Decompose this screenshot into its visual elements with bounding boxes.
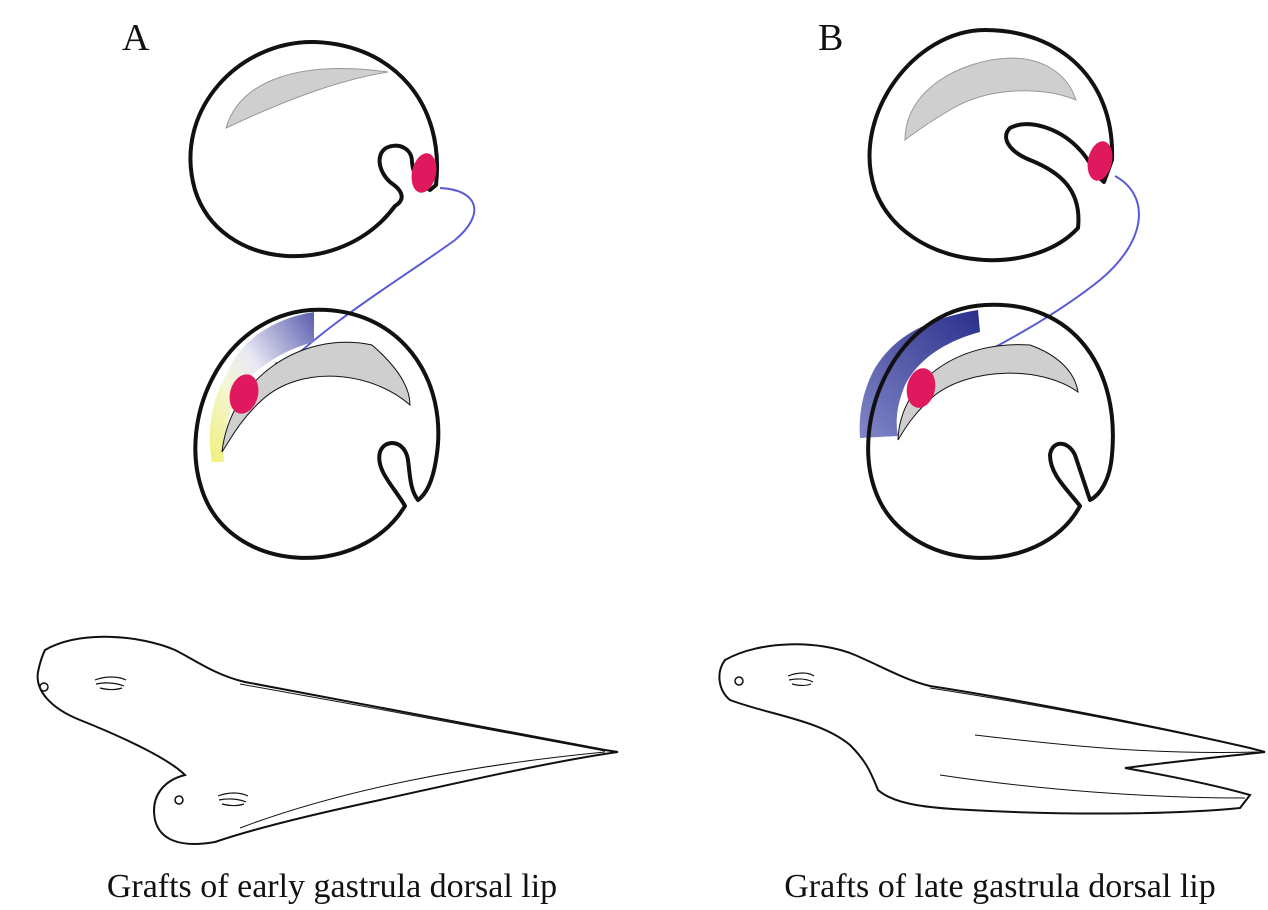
- tadpole-b: [719, 644, 1265, 813]
- caption-a: Grafts of early gastrula dorsal lip: [107, 868, 557, 905]
- tadpole-outline: [38, 637, 618, 844]
- caption-b: Grafts of late gastrula dorsal lip: [784, 868, 1215, 905]
- donor-embryo-a: [190, 42, 439, 256]
- tadpole-a: [38, 637, 618, 844]
- tadpole-outline: [719, 644, 1265, 813]
- panel-a-letter: A: [122, 17, 150, 59]
- host-embryo-b: [860, 305, 1113, 558]
- panel-a: A Grafts of early gastrula dorsal lip: [38, 17, 618, 905]
- panel-b-letter: B: [818, 17, 843, 59]
- donor-embryo-b: [870, 30, 1116, 260]
- host-embryo-a: [195, 310, 438, 558]
- panel-b: B Grafts of late gastrula dorsal lip: [719, 17, 1265, 905]
